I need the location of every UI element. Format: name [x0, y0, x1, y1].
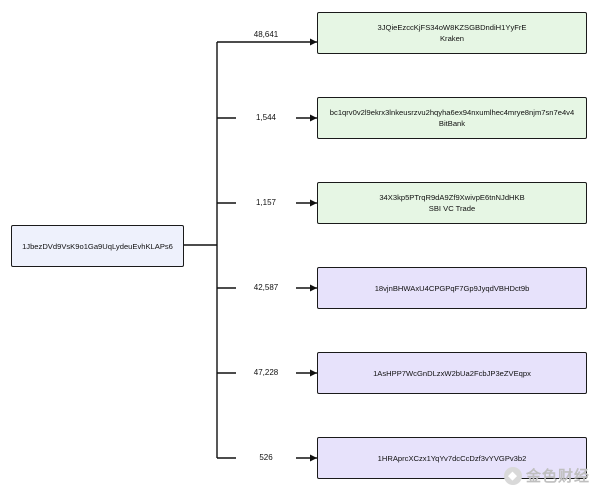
target-address: 1HRAprcXCzx1YqYv7dcCcDzf3vYVGPv3b2 [377, 453, 527, 463]
exchange-label: SBI VC Trade [428, 204, 476, 213]
target-node: 1HRAprcXCzx1YqYv7dcCcDzf3vYVGPv3b2 [317, 437, 587, 479]
target-address: 1AsHPP7WcGnDLzxW2bUa2FcbJP3eZVEqpx [373, 368, 531, 378]
target-address: bc1qrv0v2l9ekrx3lnkeusrzvu2hqyha6ex94nxu… [329, 108, 575, 117]
arrow-head [310, 369, 317, 377]
exchange-label: BitBank [438, 119, 466, 128]
arrow-head [310, 38, 317, 46]
target-address: 34X3kp5PTrqR9dA9Zf9XwivpE6tnNJdHKB [379, 193, 525, 202]
target-node: 18vjnBHWAxU4CPGPqF7Gp9JyqdVBHDct9b [317, 267, 587, 309]
target-address: 3JQieEzccKjFS34oW8KZSGBDndiH1YyFrE [377, 23, 527, 32]
source-address: 1JbezDVd9VsK9o1Ga9UqLydeuEvhKLAPs6 [22, 241, 173, 251]
arrow-head [310, 199, 317, 207]
arrow-head [310, 454, 317, 462]
exchange-label: Kraken [439, 34, 465, 43]
watermark-text: 金色财经 [525, 468, 590, 485]
target-address: 18vjnBHWAxU4CPGPqF7Gp9JyqdVBHDct9b [374, 283, 530, 293]
target-node-sbi-vc-trade: 34X3kp5PTrqR9dA9Zf9XwivpE6tnNJdHKB SBI V… [317, 182, 587, 224]
target-node: 1AsHPP7WcGnDLzxW2bUa2FcbJP3eZVEqpx [317, 352, 587, 394]
arrow-head [310, 114, 317, 122]
transfer-amount: 526 [236, 452, 296, 464]
transfer-amount: 1,544 [236, 112, 296, 124]
transfer-amount: 42,587 [236, 282, 296, 294]
watermark: ◆ 金色财经 [503, 465, 590, 486]
arrow-head [310, 284, 317, 292]
transfer-amount: 47,228 [236, 367, 296, 379]
target-node-kraken: 3JQieEzccKjFS34oW8KZSGBDndiH1YyFrE Krake… [317, 12, 587, 54]
target-node-bitbank: bc1qrv0v2l9ekrx3lnkeusrzvu2hqyha6ex94nxu… [317, 97, 587, 139]
watermark-logo-icon: ◆ [503, 466, 522, 485]
transfer-amount: 48,641 [236, 29, 296, 41]
source-address-node: 1JbezDVd9VsK9o1Ga9UqLydeuEvhKLAPs6 [11, 225, 184, 267]
transfer-amount: 1,157 [236, 197, 296, 209]
